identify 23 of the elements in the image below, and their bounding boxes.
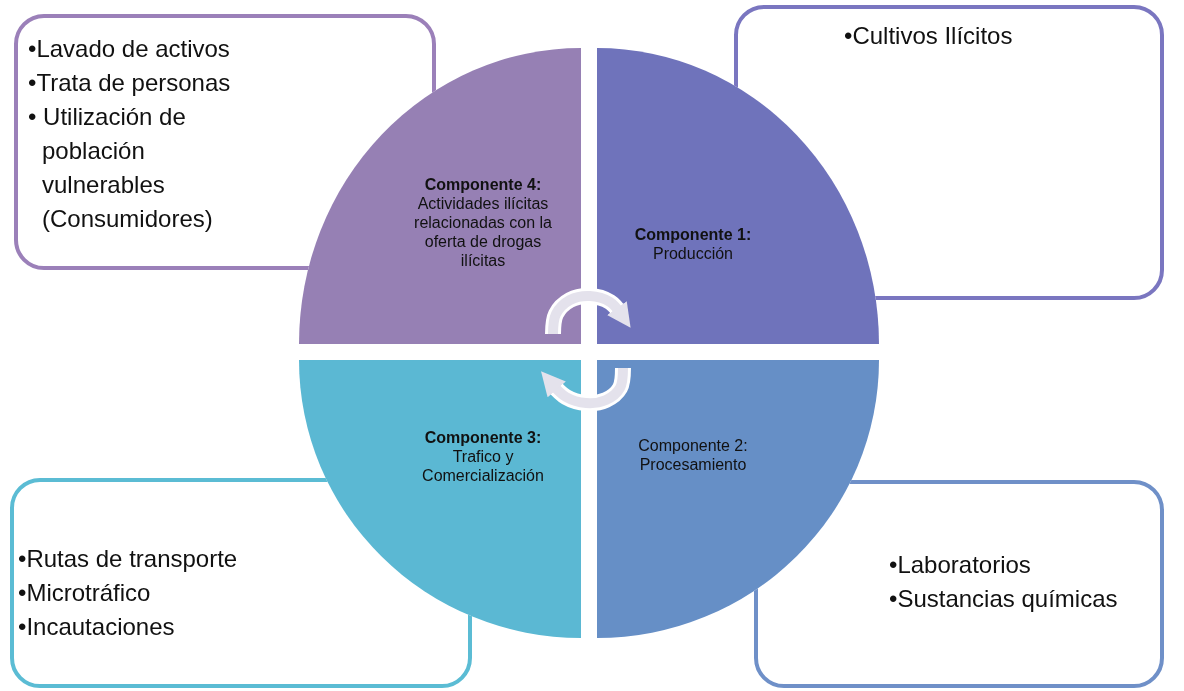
component-text: Componente 2: Procesamiento (637, 436, 749, 474)
text-box (754, 480, 1164, 688)
bullet-item: • Utilización de población vulnerables (Consumidores) (28, 102, 214, 234)
bullet-item: •Incautaciones (18, 612, 176, 642)
component-text: Trafico y Comercialización (421, 447, 545, 485)
bullet-item: •Sustancias químicas (889, 584, 1119, 614)
bullet-item: •Lavado de activos (28, 34, 231, 64)
quadrant-segment (597, 360, 879, 638)
component-text: Actividades ilícitas relacionadas con la oferta de drogas ilícitas (413, 194, 553, 270)
component-heading: Componente 1: (633, 225, 753, 244)
bullet-item: •Rutas de transporte (18, 544, 239, 574)
bullet-item: •Trata de personas (28, 68, 232, 98)
bullet-item: •Cultivos Ilícitos (844, 21, 1014, 51)
circular-arrow (548, 290, 631, 335)
bullet-item: •Microtráfico (18, 578, 152, 608)
component-text: Producción (651, 244, 734, 263)
bullet-item: •Laboratorios (889, 550, 1032, 580)
quadrant-segment (299, 360, 581, 638)
component-heading: Componente 3: (423, 428, 543, 447)
circular-arrow (540, 367, 628, 409)
quadrant-segment (597, 48, 879, 344)
component-heading: Componente 4: (423, 175, 543, 194)
quadrant-segment (299, 48, 581, 344)
